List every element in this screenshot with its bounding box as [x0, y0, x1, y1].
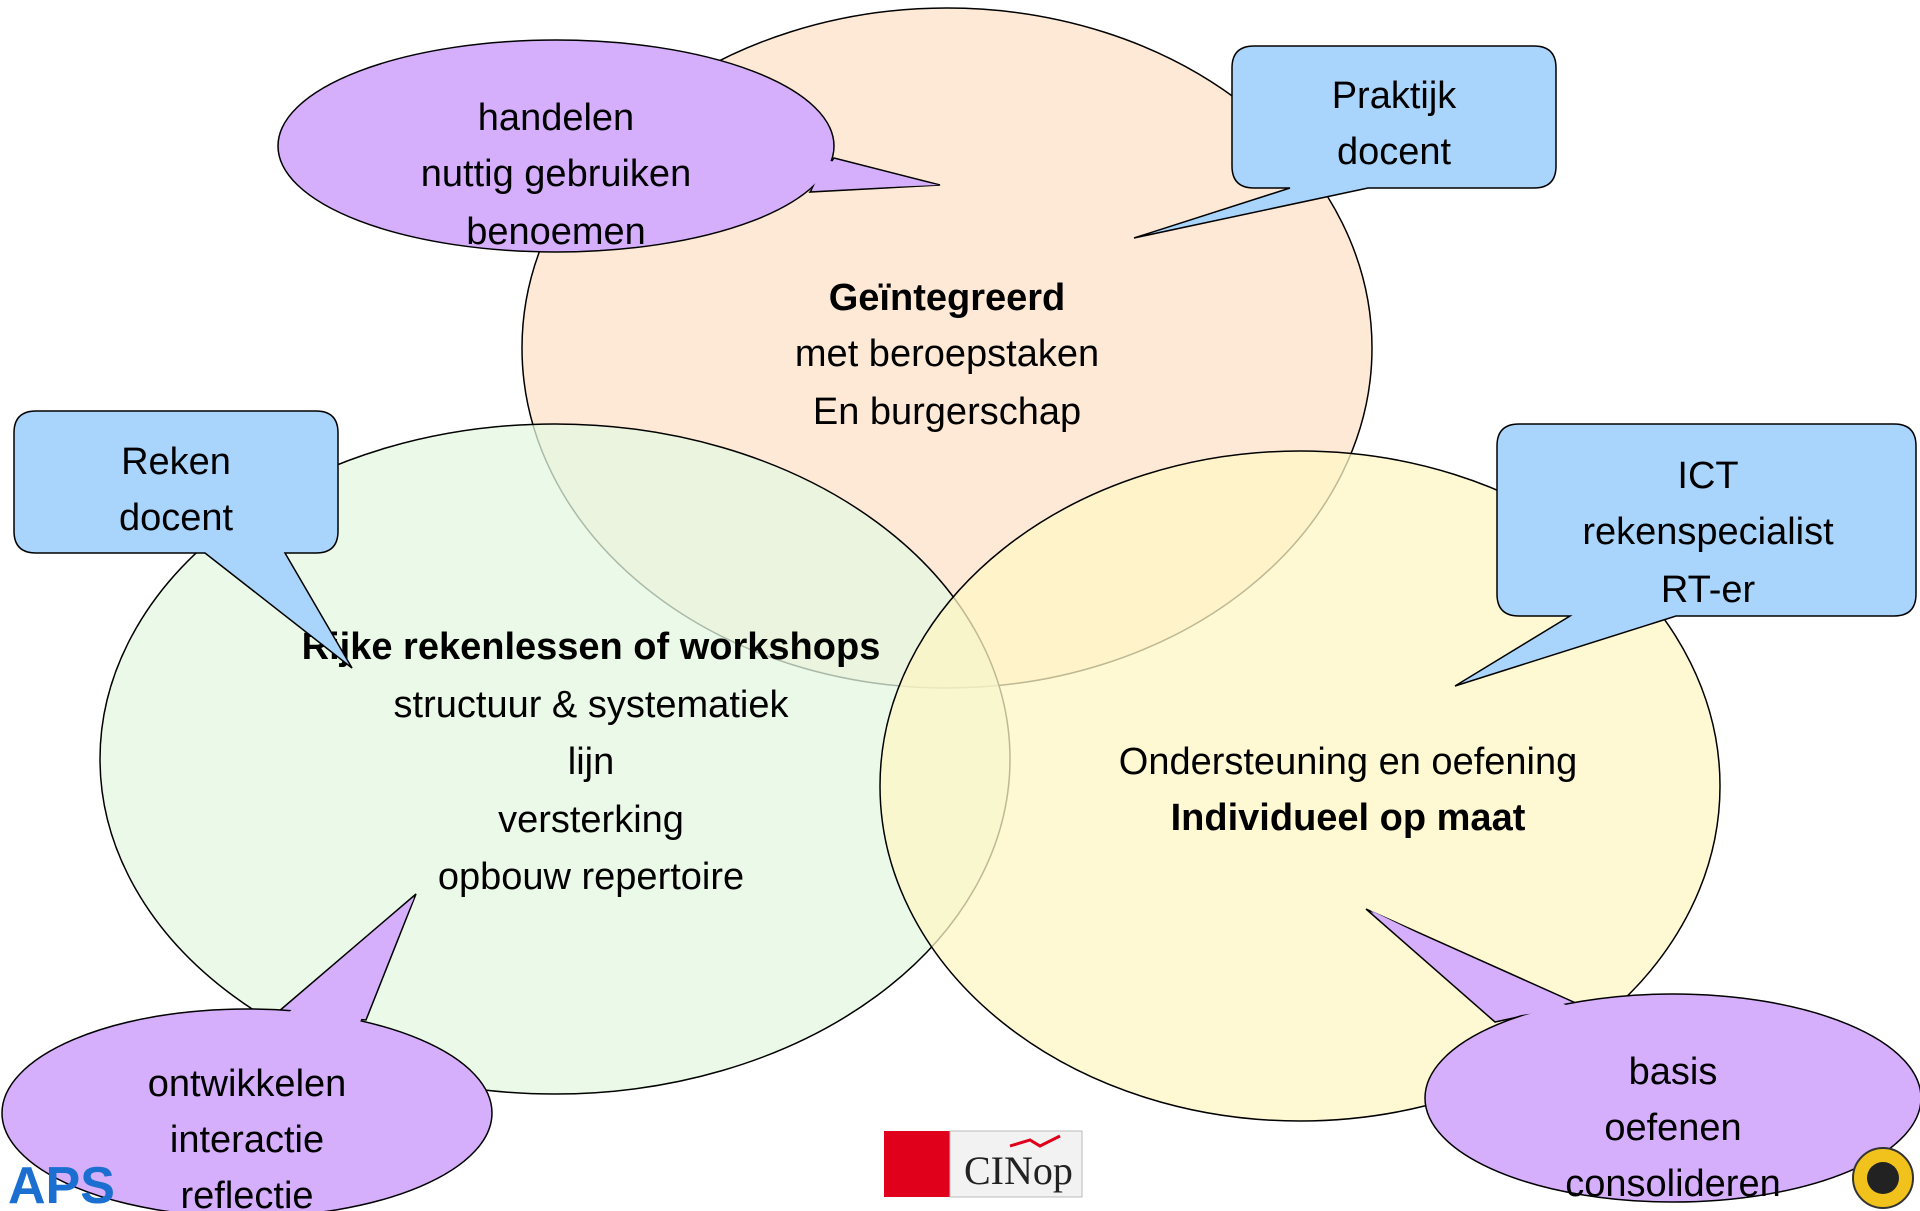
circle-right [879, 450, 1721, 1122]
circle-left-line: opbouw repertoire [438, 856, 744, 898]
callout-role-right-line: rekenspecialist [1582, 511, 1834, 553]
aps-logo-text: APS [8, 1157, 115, 1211]
callout-activity-left: ontwikkelen interactie reflectie [1, 893, 493, 1211]
circle-right-title: Individueel op maat [1171, 797, 1526, 839]
callout-activity-left-line: ontwikkelen [148, 1063, 347, 1105]
callout-role-top: Praktijk docent [1133, 45, 1557, 239]
callout-activity-right-line: oefenen [1604, 1107, 1741, 1149]
circle-top-line: En burgerschap [813, 391, 1081, 433]
callout-activity-top: handelen nuttig gebruiken benoemen [277, 39, 941, 253]
callout-activity-left-line: reflectie [180, 1175, 313, 1211]
circle-left-title: Rijke rekenlessen of workshops [302, 626, 881, 668]
callout-role-top-line: Praktijk [1332, 75, 1458, 117]
circle-right-line: Ondersteuning en oefening [1119, 741, 1577, 783]
circle-left-line: structuur & systematiek [394, 684, 790, 726]
callout-role-top-line: docent [1337, 131, 1452, 173]
callout-role-left: Reken docent [13, 410, 353, 669]
cinop-logo: CINop [884, 1130, 1083, 1198]
callout-activity-top-line: benoemen [466, 211, 646, 253]
callout-activity-right-line: basis [1629, 1051, 1718, 1093]
circle-top-line: met beroepstaken [795, 333, 1099, 375]
aps-logo: APS [8, 1157, 115, 1211]
cinop-logo-text: CINop [964, 1148, 1073, 1193]
callout-activity-right-line: consolideren [1565, 1163, 1780, 1205]
callout-role-left-line: Reken [121, 441, 231, 483]
callout-activity-top-line: nuttig gebruiken [421, 153, 691, 195]
circle-top-title: Geïntegreerd [829, 277, 1066, 319]
callout-role-left-line: docent [119, 497, 234, 539]
callout-role-right: ICT rekenspecialist RT-er [1454, 423, 1917, 687]
circle-left-line: lijn [568, 741, 614, 783]
circle-left-line: versterking [498, 799, 684, 841]
callout-role-right-line: ICT [1677, 455, 1738, 497]
callout-activity-right: basis oefenen consolideren [1365, 908, 1920, 1205]
callout-role-right-line: RT-er [1661, 569, 1756, 611]
callout-activity-left-line: interactie [170, 1119, 324, 1161]
sun-seal-logo [1852, 1147, 1914, 1209]
callout-activity-top-line: handelen [478, 97, 634, 139]
